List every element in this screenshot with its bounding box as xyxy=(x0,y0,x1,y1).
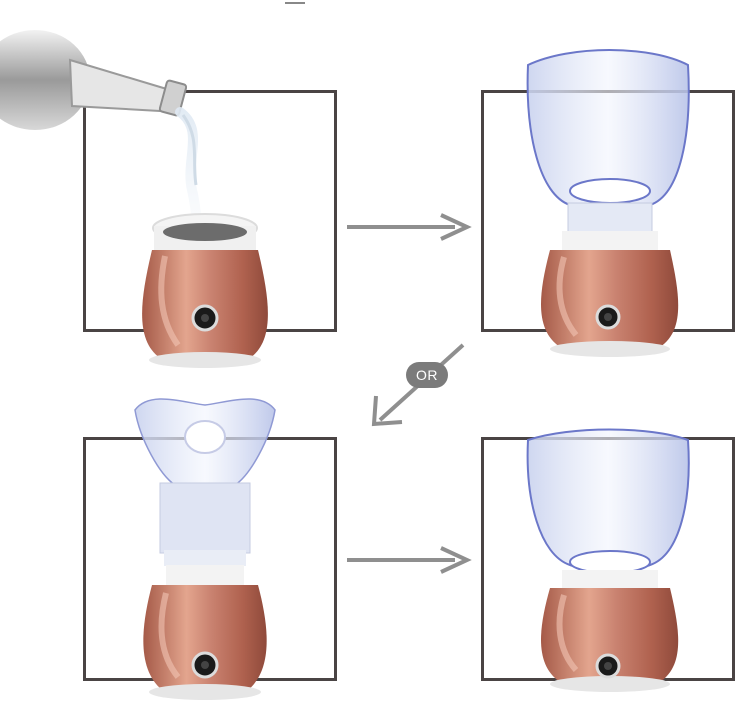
steamer-with-face-mask xyxy=(526,49,690,357)
or-badge: OR xyxy=(406,362,448,388)
arrow-right-icon xyxy=(347,546,472,574)
water-bottle-icon xyxy=(0,30,205,251)
top-edge-mark xyxy=(285,0,305,4)
steamer-with-nose-mask xyxy=(134,398,276,700)
arrow-right-icon xyxy=(347,213,472,241)
steamer-finished xyxy=(526,428,690,692)
steamer-base-open xyxy=(142,213,268,368)
